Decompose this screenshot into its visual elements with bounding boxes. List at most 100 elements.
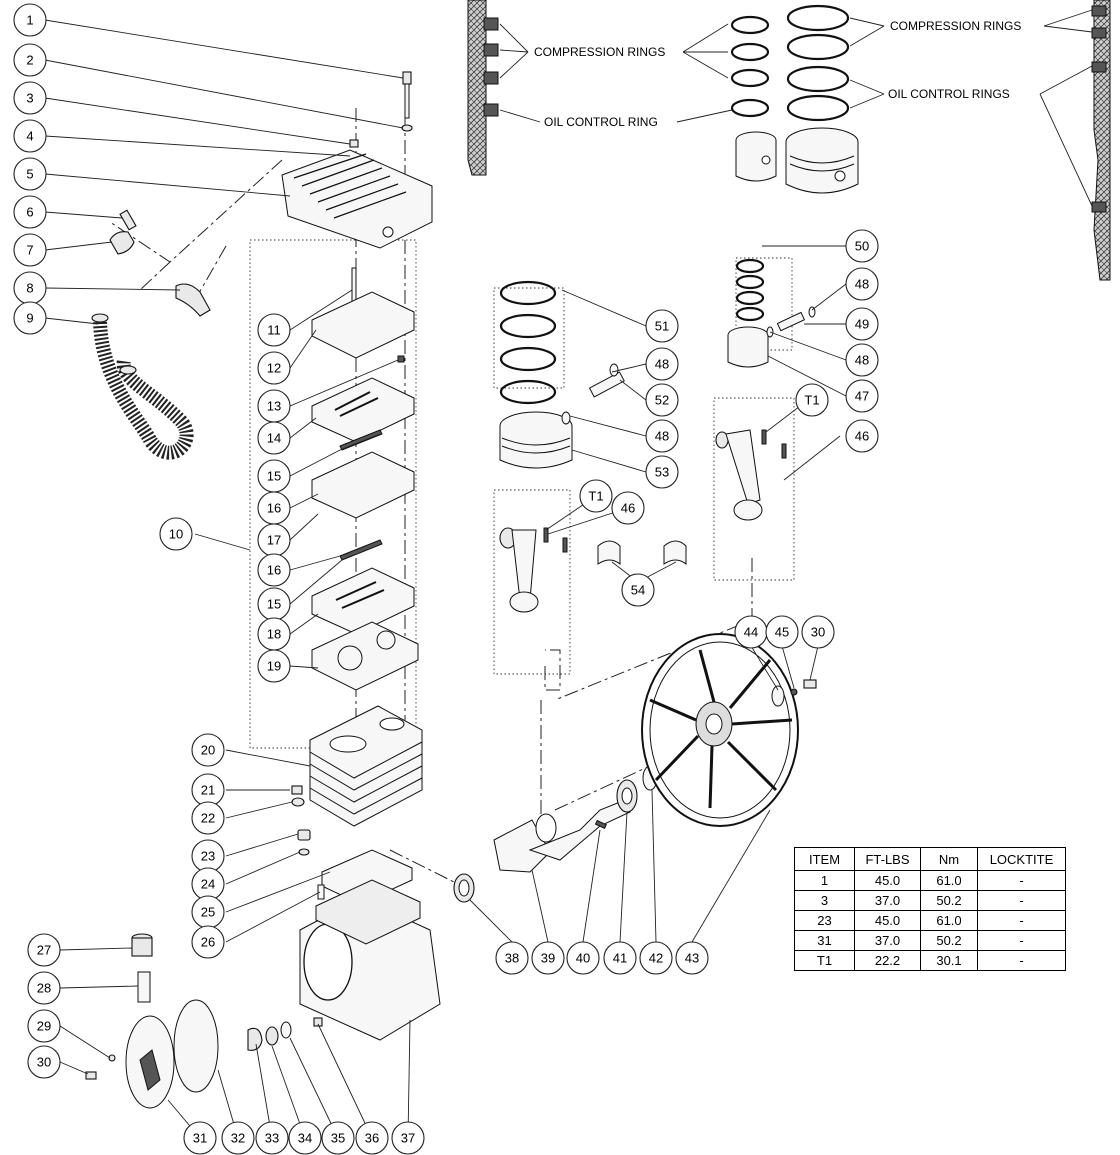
part-callout: 48 <box>645 419 679 453</box>
compression-ring <box>730 15 770 35</box>
small-rod-box <box>713 397 795 581</box>
part-callout: 30 <box>27 1045 61 1079</box>
crankshaft <box>493 799 631 873</box>
compression-ring <box>786 33 850 61</box>
part-callout: 35 <box>321 1121 355 1155</box>
callout-circle <box>159 517 193 551</box>
callout-number: 54 <box>631 583 645 598</box>
callout-number: 4 <box>26 129 33 144</box>
callout-number: 16 <box>267 563 281 578</box>
oil-seal <box>265 1026 279 1046</box>
callout-circle <box>645 455 679 489</box>
large-ring-set-box <box>493 287 565 389</box>
part-callout: 2 <box>13 43 47 77</box>
callout-circle <box>801 615 835 649</box>
flywheel-bolt <box>803 679 817 689</box>
head-bolt <box>402 71 412 119</box>
table-cell: 1 <box>794 870 855 891</box>
table-cell: - <box>977 950 1066 971</box>
callout-number: 24 <box>201 877 215 892</box>
large-piston-detail <box>785 127 859 194</box>
small-piston-detail <box>735 131 777 182</box>
callout-number: 18 <box>267 627 281 642</box>
shaft-key <box>594 819 607 830</box>
gasket-plate <box>311 291 415 359</box>
table-row: 1 45.0 61.0 - <box>794 870 1066 891</box>
callout-number: 28 <box>37 981 51 996</box>
table-row: 3 37.0 50.2 - <box>794 890 1066 911</box>
callout-number: 16 <box>267 501 281 516</box>
torque-specification-table: ITEM FT-LBS Nm LOCKTITE 1 45.0 61.0 - 3 … <box>794 847 1066 971</box>
callout-circle <box>531 941 565 975</box>
main-bearing <box>616 779 638 813</box>
table-cell: T1 <box>794 950 855 971</box>
callout-number: 34 <box>298 1131 312 1146</box>
callout-number: 26 <box>201 935 215 950</box>
callout-number: 11 <box>267 323 281 338</box>
end-cover <box>125 1015 175 1109</box>
connecting-rod-small <box>715 429 763 521</box>
callout-number: 3 <box>26 91 33 106</box>
part-callout: 23 <box>191 839 225 873</box>
callout-number: 15 <box>267 597 281 612</box>
callout-number: 6 <box>26 205 33 220</box>
callout-circle <box>13 43 47 77</box>
part-callout: 17 <box>257 523 291 557</box>
callout-circle <box>621 573 655 607</box>
oil-control-ring-label: OIL CONTROL RING <box>544 115 658 129</box>
table-cell: 45.0 <box>854 870 921 891</box>
small-cylinder-wall-section <box>467 0 487 176</box>
callout-circle <box>288 1121 322 1155</box>
callout-number: 33 <box>265 1131 279 1146</box>
piston-ring <box>499 346 557 372</box>
safety-valve <box>119 209 137 231</box>
bolt <box>85 1071 97 1080</box>
callout-circle <box>845 379 879 413</box>
table-cell: - <box>977 870 1066 891</box>
callout-number: 52 <box>655 393 669 408</box>
piston-ring <box>735 274 765 290</box>
callout-number: 21 <box>201 783 215 798</box>
callout-circle <box>13 233 47 267</box>
callout-number: 48 <box>855 277 869 292</box>
leader-lines <box>44 19 847 1139</box>
callout-circle <box>183 1121 217 1155</box>
oil-fill-plug <box>297 829 311 841</box>
table-cell: 37.0 <box>854 890 921 911</box>
rod-bolt <box>781 443 787 459</box>
part-callout: 34 <box>288 1121 322 1155</box>
part-callout: 40 <box>566 941 600 975</box>
lock-washer <box>790 688 798 696</box>
wrist-pin-clip <box>609 363 619 377</box>
callout-number: 25 <box>201 905 215 920</box>
callout-number: 15 <box>267 469 281 484</box>
part-callout: 39 <box>531 941 565 975</box>
table-cell: 23 <box>794 910 855 931</box>
callout-circle <box>645 419 679 453</box>
piston-ring <box>499 280 557 306</box>
callout-number: 41 <box>613 951 627 966</box>
callout-number: 53 <box>655 465 669 480</box>
part-callout: 31 <box>183 1121 217 1155</box>
part-callout: 44 <box>734 615 768 649</box>
valve-plate-lower <box>311 567 415 635</box>
part-callout: 13 <box>257 389 291 423</box>
callout-circle <box>495 941 529 975</box>
part-callout: 12 <box>257 351 291 385</box>
table-cell: 50.2 <box>920 930 978 951</box>
wrist-pin-clip <box>561 411 571 425</box>
callout-group: 1234567891011121314151617161518192021222… <box>13 3 879 1155</box>
cylinder-block <box>309 705 423 827</box>
crankcase <box>299 879 441 1041</box>
part-callout: 32 <box>221 1121 255 1155</box>
oil-slinger <box>247 1027 263 1051</box>
callout-number: 32 <box>231 1131 245 1146</box>
rod-bearing-shell <box>597 540 621 566</box>
part-callout: 10 <box>159 517 193 551</box>
callout-number: 46 <box>621 501 635 516</box>
ring-groove <box>483 71 499 85</box>
ring-groove <box>1091 61 1107 73</box>
callout-circle <box>13 301 47 335</box>
part-callout: 41 <box>603 941 637 975</box>
